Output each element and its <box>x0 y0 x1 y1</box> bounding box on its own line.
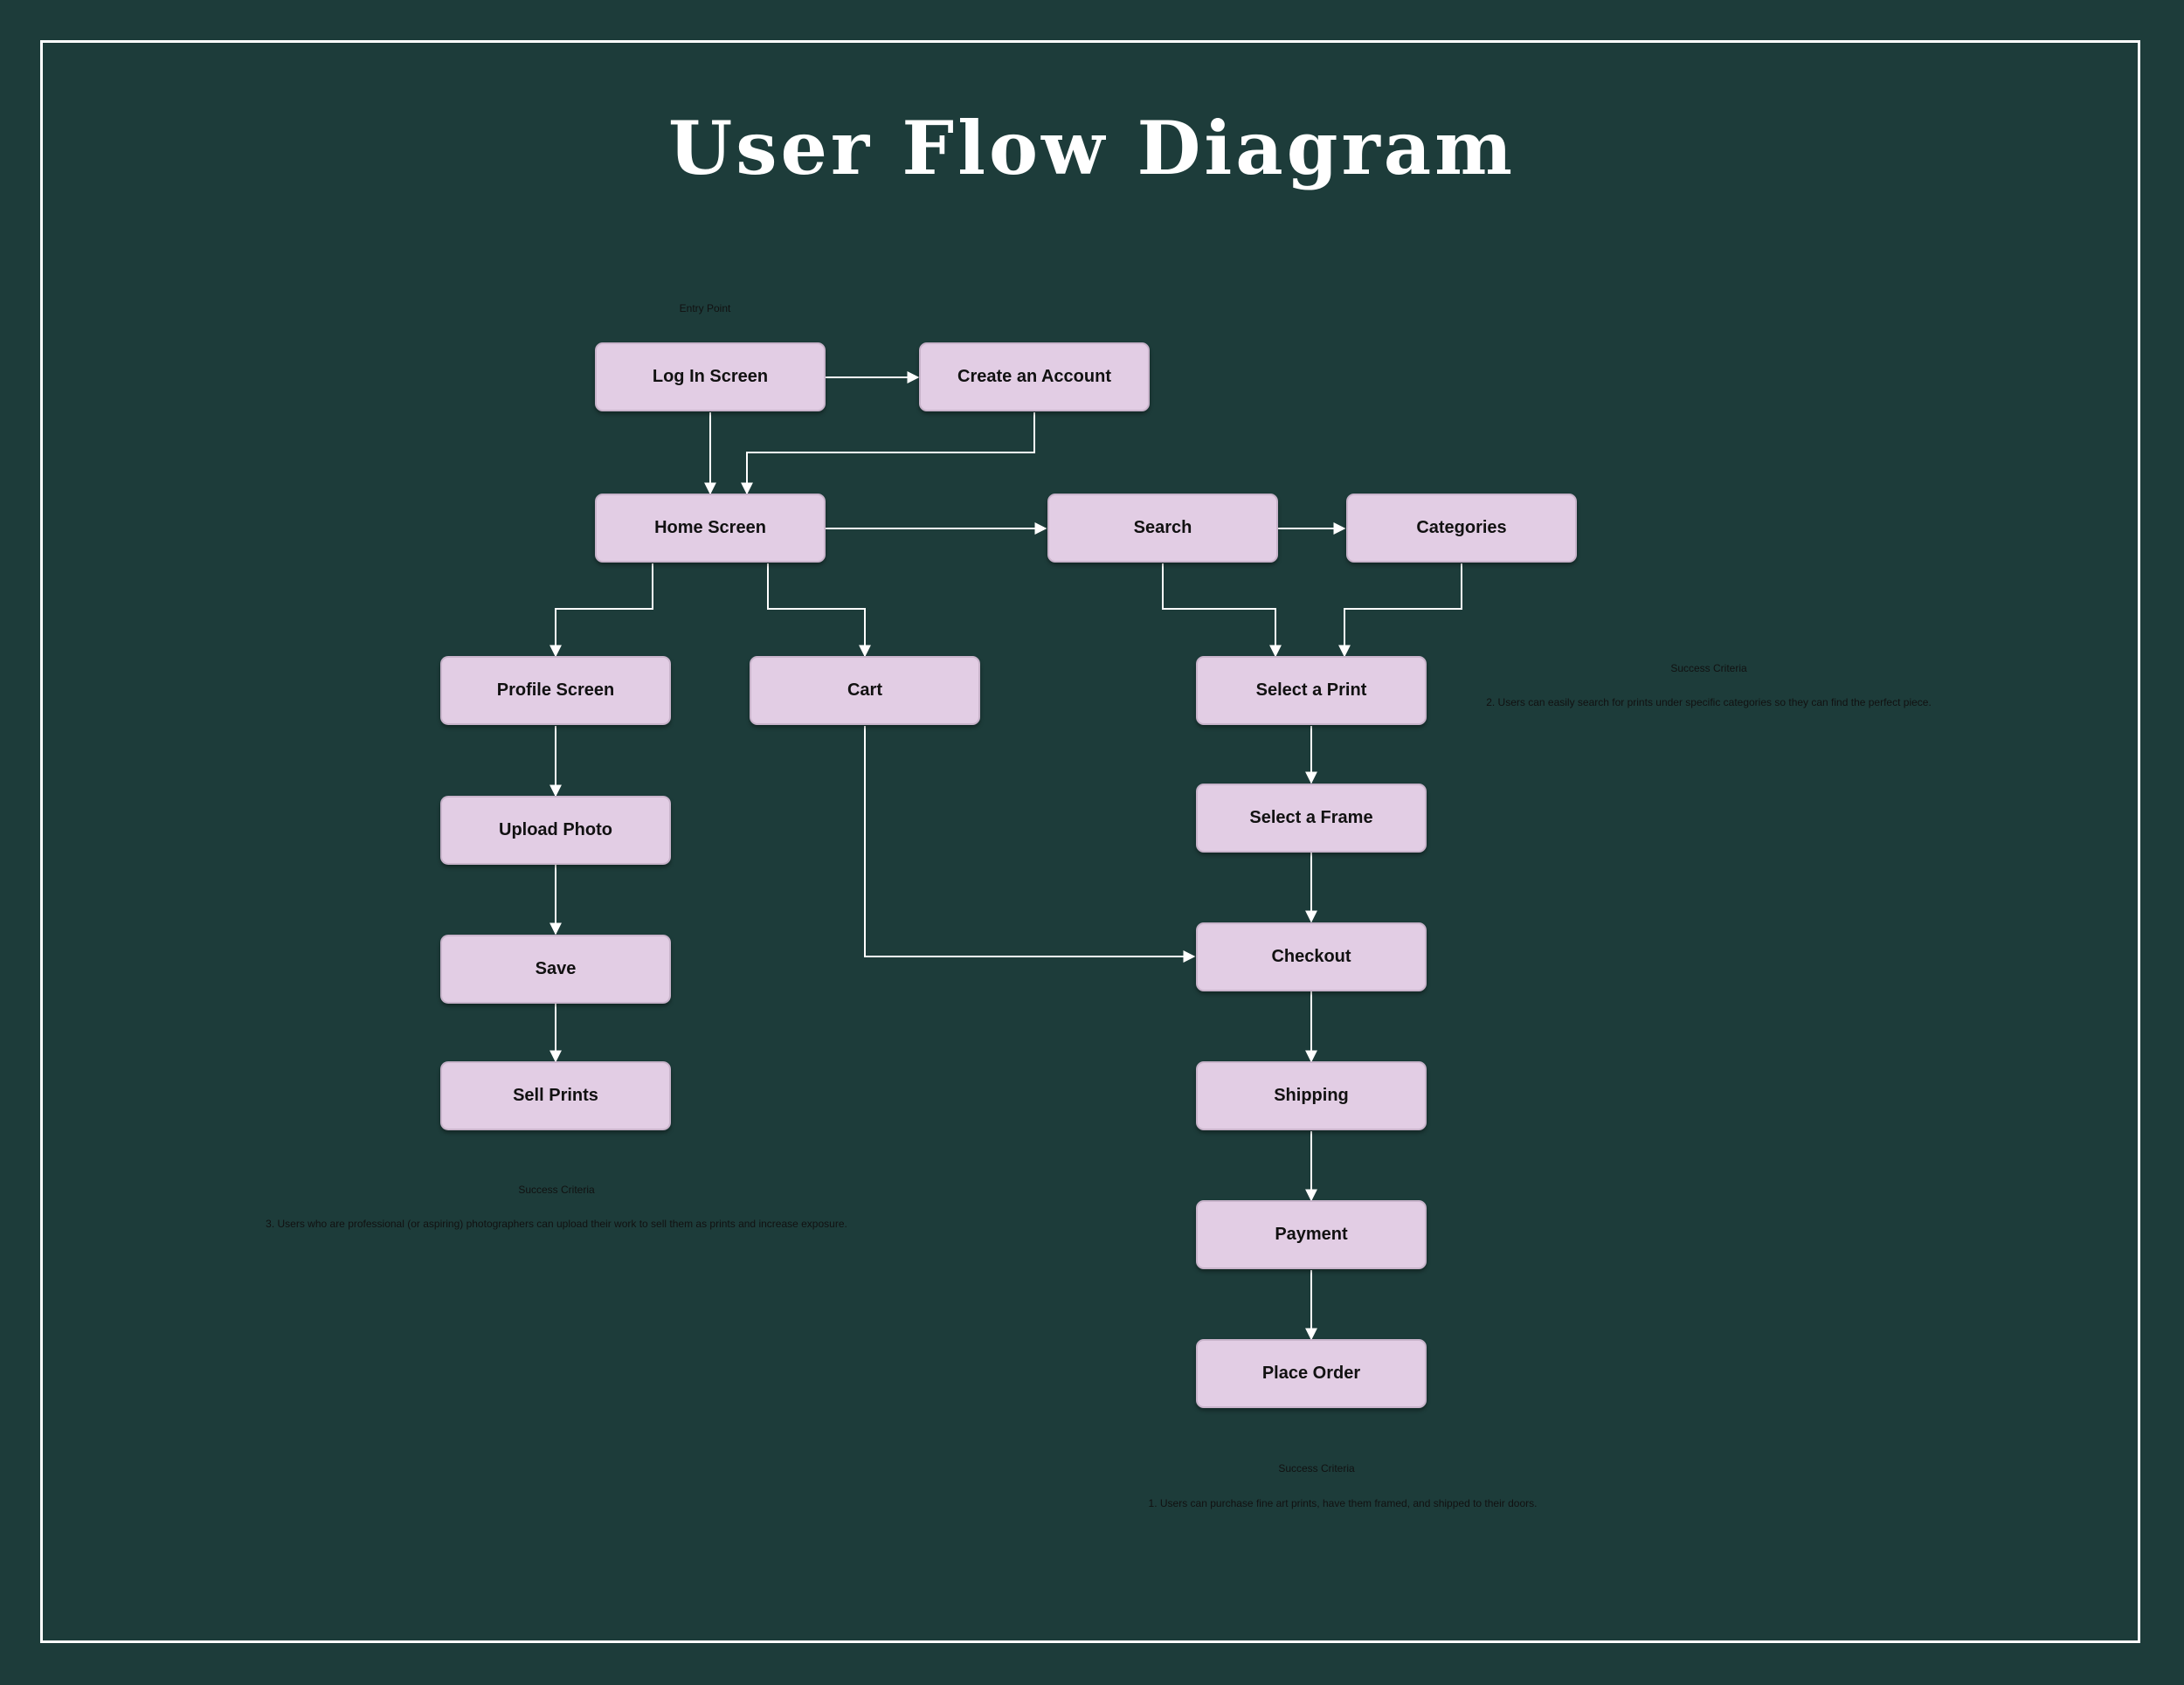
edge-home-to-cart <box>767 563 871 658</box>
node-home-screen: Home Screen <box>595 494 826 563</box>
node-search: Search <box>1047 494 1278 563</box>
node-upload-photo: Upload Photo <box>440 796 671 865</box>
node-save: Save <box>440 935 671 1004</box>
node-payment: Payment <box>1196 1200 1427 1269</box>
success-criteria-heading-sell: Success Criteria <box>518 1184 595 1196</box>
node-checkout: Checkout <box>1196 922 1427 991</box>
diagram-title: User Flow Diagram <box>667 105 1517 191</box>
node-select-a-print: Select a Print <box>1196 656 1427 725</box>
node-create-an-account: Create an Account <box>919 342 1150 411</box>
edge-home-to-profile <box>549 563 653 658</box>
node-log-in-screen: Log In Screen <box>595 342 826 411</box>
success-criteria-text-sell: 3. Users who are professional (or aspiri… <box>266 1218 847 1230</box>
node-shipping: Shipping <box>1196 1061 1427 1130</box>
entry-point-label: Entry Point <box>679 302 731 314</box>
success-criteria-text-search: 2. Users can easily search for prints un… <box>1486 696 1932 708</box>
node-profile-screen: Profile Screen <box>440 656 671 725</box>
edge-search-to-select-print <box>1162 563 1282 658</box>
success-criteria-text-purchase: 1. Users can purchase fine art prints, h… <box>1148 1497 1538 1509</box>
edge-cart-to-checkout <box>864 726 1196 963</box>
edge-categories-to-select-print <box>1338 563 1462 658</box>
node-cart: Cart <box>750 656 980 725</box>
node-place-order: Place Order <box>1196 1339 1427 1408</box>
success-criteria-heading-search: Success Criteria <box>1670 662 1747 674</box>
edge-create-account-to-home <box>741 412 1035 495</box>
success-criteria-heading-purchase: Success Criteria <box>1278 1462 1355 1474</box>
node-categories: Categories <box>1346 494 1577 563</box>
node-select-a-frame: Select a Frame <box>1196 784 1427 853</box>
page-border <box>40 40 2140 1643</box>
node-sell-prints: Sell Prints <box>440 1061 671 1130</box>
